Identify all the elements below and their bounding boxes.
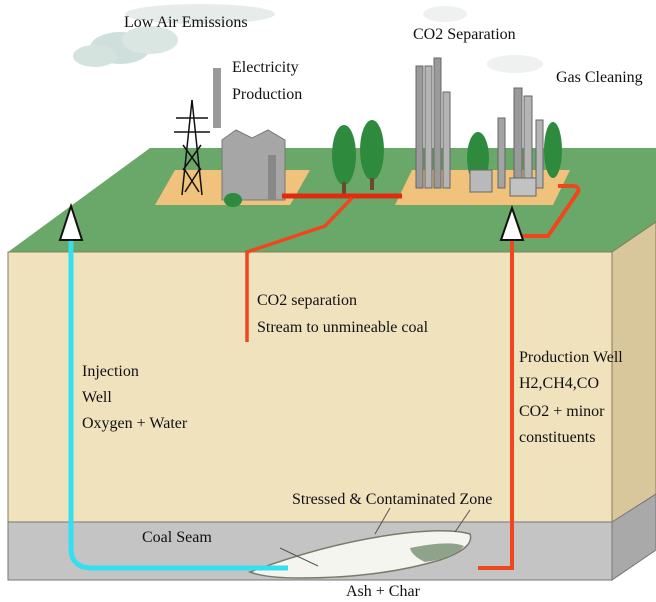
gas-cleaning-plant-icon (497, 87, 544, 197)
injection-arrow-icon (58, 202, 84, 241)
transmission-tower-icon (174, 99, 210, 196)
coal-seam-side (611, 493, 656, 581)
emission-clouds (73, 4, 543, 73)
electricity-label-line1: Electricity (232, 59, 299, 76)
injection-well-pipe (68, 236, 288, 571)
production-surface-pipe (512, 184, 581, 238)
co2-stream-label-line2: Stream to unmineable coal (257, 319, 429, 336)
production-arrow-icon (499, 204, 525, 241)
earth-right-side (611, 221, 656, 531)
production-well-pipe (478, 236, 514, 570)
coal-seam-label: Coal Seam (142, 529, 212, 546)
co2-stream-label-line1: CO2 separation (257, 292, 357, 309)
production-label-line2: H2,CH4,CO (519, 375, 599, 392)
low-air-emissions-label: Low Air Emissions (124, 14, 248, 31)
injection-label-line3: Oxygen + Water (82, 415, 188, 432)
gasification-cavity (247, 507, 472, 579)
electricity-label-line2: Production (232, 86, 302, 103)
injection-label-line2: Well (82, 389, 112, 406)
production-label-line3: CO2 + minor (519, 403, 605, 420)
earth-front (7, 251, 656, 531)
co2-reinjection-pipe (245, 196, 354, 342)
co2-separation-plant-icon (415, 57, 493, 193)
power-plant-icon (213, 68, 286, 201)
ash-char-label: Ash + Char (346, 583, 421, 600)
injection-label-line1: Injection (82, 363, 139, 380)
stressed-zone-label: Stressed & Contaminated Zone (292, 491, 492, 508)
gas-cleaning-label: Gas Cleaning (556, 69, 643, 86)
co2-separation-label: CO2 Separation (413, 26, 516, 43)
production-label-line1: Production Well (519, 349, 623, 366)
production-label-line4: constituents (519, 429, 595, 446)
